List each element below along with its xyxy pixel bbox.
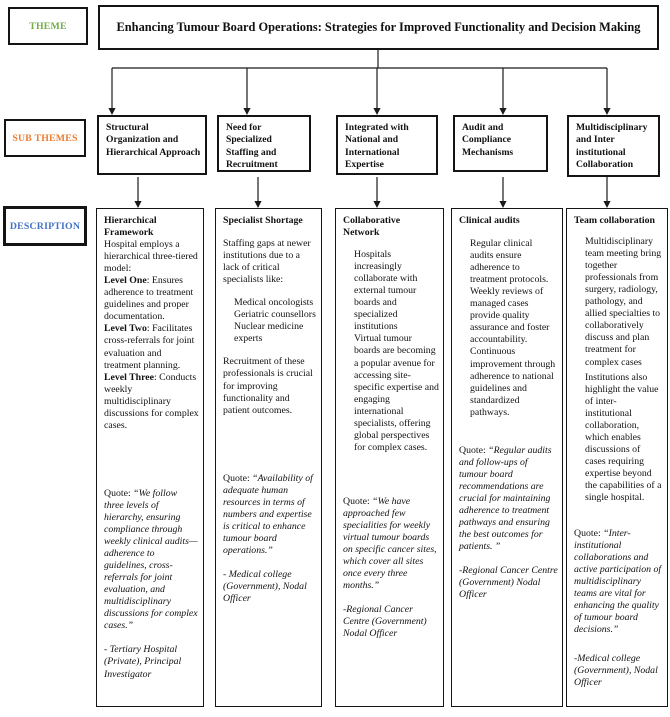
description-paragraph: Recruitment of these professionals is cr…: [223, 356, 313, 416]
description-paragraph: -Regional Cancer Centre (Government) Nod…: [343, 604, 427, 640]
description-label-text: DESCRIPTION: [9, 220, 81, 232]
theme-title-text: Enhancing Tumour Board Operations: Strat…: [116, 20, 641, 34]
description-paragraph: Nuclear medicine experts: [234, 321, 304, 345]
theme-label: THEME: [8, 7, 88, 45]
description-paragraph: Quote: “We have approached few specialit…: [343, 495, 437, 592]
description-paragraph: Multidisciplinary team meeting bring tog…: [585, 236, 662, 368]
subtheme-text: Multidisciplinary and Inter institutiona…: [576, 122, 648, 171]
subtheme-box-2: Need for Specialized Staffing and Recrui…: [217, 115, 311, 172]
description-paragraph: Level Three: Conducts weekly multidiscip…: [104, 371, 199, 431]
description-paragraph: Specialist Shortage: [223, 215, 303, 226]
description-paragraph: Level One: Ensures adherence to treatmen…: [104, 275, 194, 323]
description-paragraph: Quote: “Availability of adequate human r…: [223, 472, 313, 556]
subthemes-label: SUB THEMES: [4, 119, 86, 157]
description-paragraph: - Medical college (Government), Nodal Of…: [223, 568, 307, 605]
description-paragraph: - Tertiary Hospital (Private), Principal…: [104, 644, 182, 680]
subtheme-text: Integrated with National and Internation…: [345, 122, 409, 171]
description-paragraph: -Regional Cancer Centre (Government) Nod…: [459, 565, 558, 601]
theme-label-text: THEME: [29, 20, 67, 32]
description-paragraph: Geriatric counsellors: [234, 309, 316, 321]
description-paragraph: Quote: “Inter-institutional collaboratio…: [574, 528, 662, 636]
description-paragraph: Continuous improvement through adherence…: [470, 346, 556, 418]
description-paragraph: Quote: “We follow three levels of hierar…: [104, 487, 198, 632]
subtheme-text: Structural Organization and Hierarchical…: [106, 122, 201, 158]
description-label: DESCRIPTION: [3, 206, 87, 246]
subthemes-label-text: SUB THEMES: [12, 132, 78, 144]
subtheme-box-4: Audit and Compliance Mechanisms: [453, 115, 548, 172]
description-paragraph: Team collaboration: [574, 215, 656, 226]
description-paragraph: Level Two: Facilitates cross-referrals f…: [104, 323, 195, 371]
subtheme-box-5: Multidisciplinary and Inter institutiona…: [567, 115, 660, 177]
description-paragraph: Hospital employs a hierarchical three-ti…: [104, 239, 198, 275]
subtheme-box-1: Structural Organization and Hierarchical…: [97, 115, 207, 175]
description-paragraph: -Medical college (Government), Nodal Off…: [574, 652, 658, 688]
description-paragraph: Staffing gaps at newer institutions due …: [223, 238, 311, 286]
description-paragraph: Virtual tumour boards are becoming a pop…: [354, 333, 439, 453]
description-paragraph: Weekly reviews of managed cases provide …: [470, 286, 550, 346]
description-paragraph: Medical oncologists: [234, 297, 314, 309]
description-paragraph: Clinical audits: [459, 215, 520, 226]
theme-title-box: Enhancing Tumour Board Operations: Strat…: [98, 5, 659, 50]
subtheme-text: Need for Specialized Staffing and Recrui…: [226, 122, 278, 171]
description-paragraph: Regular clinical audits ensure adherence…: [470, 238, 549, 286]
description-paragraph: Institutions also highlight the value of…: [585, 371, 662, 504]
description-paragraph: Quote: “Regular audits and follow-ups of…: [459, 444, 552, 553]
description-paragraph: Hospitals increasingly collaborate with …: [354, 249, 418, 333]
description-paragraph: Hierarchical Framework: [104, 215, 157, 239]
subtheme-text: Audit and Compliance Mechanisms: [462, 122, 514, 158]
description-paragraph: Collaborative Network: [343, 215, 401, 239]
subtheme-box-3: Integrated with National and Internation…: [336, 115, 438, 175]
